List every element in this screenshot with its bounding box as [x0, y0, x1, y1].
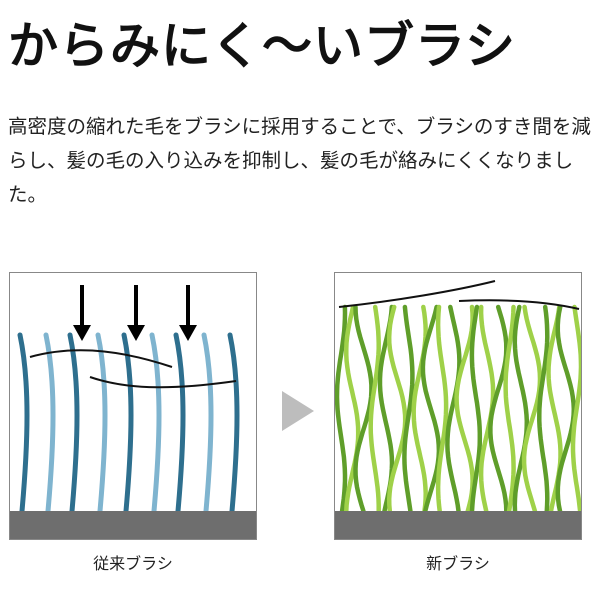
bristle [121, 332, 134, 514]
hair-strand [458, 299, 580, 310]
bristle [386, 304, 408, 514]
down-arrow-icon [127, 325, 145, 341]
bristle [445, 304, 462, 514]
bristle [402, 304, 415, 514]
down-arrow-icon [73, 325, 91, 341]
bristle [537, 304, 550, 514]
bristle [488, 304, 509, 514]
brush-base [10, 511, 256, 539]
bristle [411, 304, 428, 514]
bristle [512, 304, 530, 514]
bristle [201, 332, 214, 514]
bristle [368, 304, 381, 514]
caption-new-brush: 新ブラシ [426, 554, 490, 573]
bristle [454, 304, 475, 514]
page-title: からみにく〜いブラシ [8, 17, 516, 75]
bristle [17, 332, 30, 514]
bristle [555, 304, 577, 514]
panel-conventional-brush [9, 272, 257, 540]
caption-conventional-brush: 従来ブラシ [93, 554, 173, 573]
bristle [420, 304, 442, 514]
bristle [95, 332, 108, 514]
bristle [43, 332, 56, 514]
bristle [503, 304, 516, 514]
bristle [344, 304, 361, 514]
bristle [67, 332, 80, 514]
bristle [469, 304, 483, 514]
bristle [570, 304, 581, 514]
hair-strand [29, 349, 173, 368]
new-brush-illustration [335, 280, 581, 539]
bristle [149, 332, 162, 514]
panel-new-brush [334, 272, 582, 540]
brush-base [335, 511, 581, 539]
bristle [435, 304, 449, 514]
description-text: 高密度の縮れた毛をブラシに採用することで、ブラシのすき間を減らし、髪の毛の入り込… [8, 115, 591, 206]
play-triangle-icon [282, 391, 314, 431]
down-arrow-icon [179, 325, 197, 341]
conventional-brush-illustration [10, 285, 256, 539]
transition-triangle [282, 391, 314, 431]
bristle [173, 332, 186, 514]
bristle [521, 304, 543, 514]
bristle [335, 304, 348, 514]
bristle [353, 304, 374, 514]
bristle [227, 332, 240, 514]
hair-strand [338, 280, 496, 308]
hair-strand [89, 376, 237, 389]
